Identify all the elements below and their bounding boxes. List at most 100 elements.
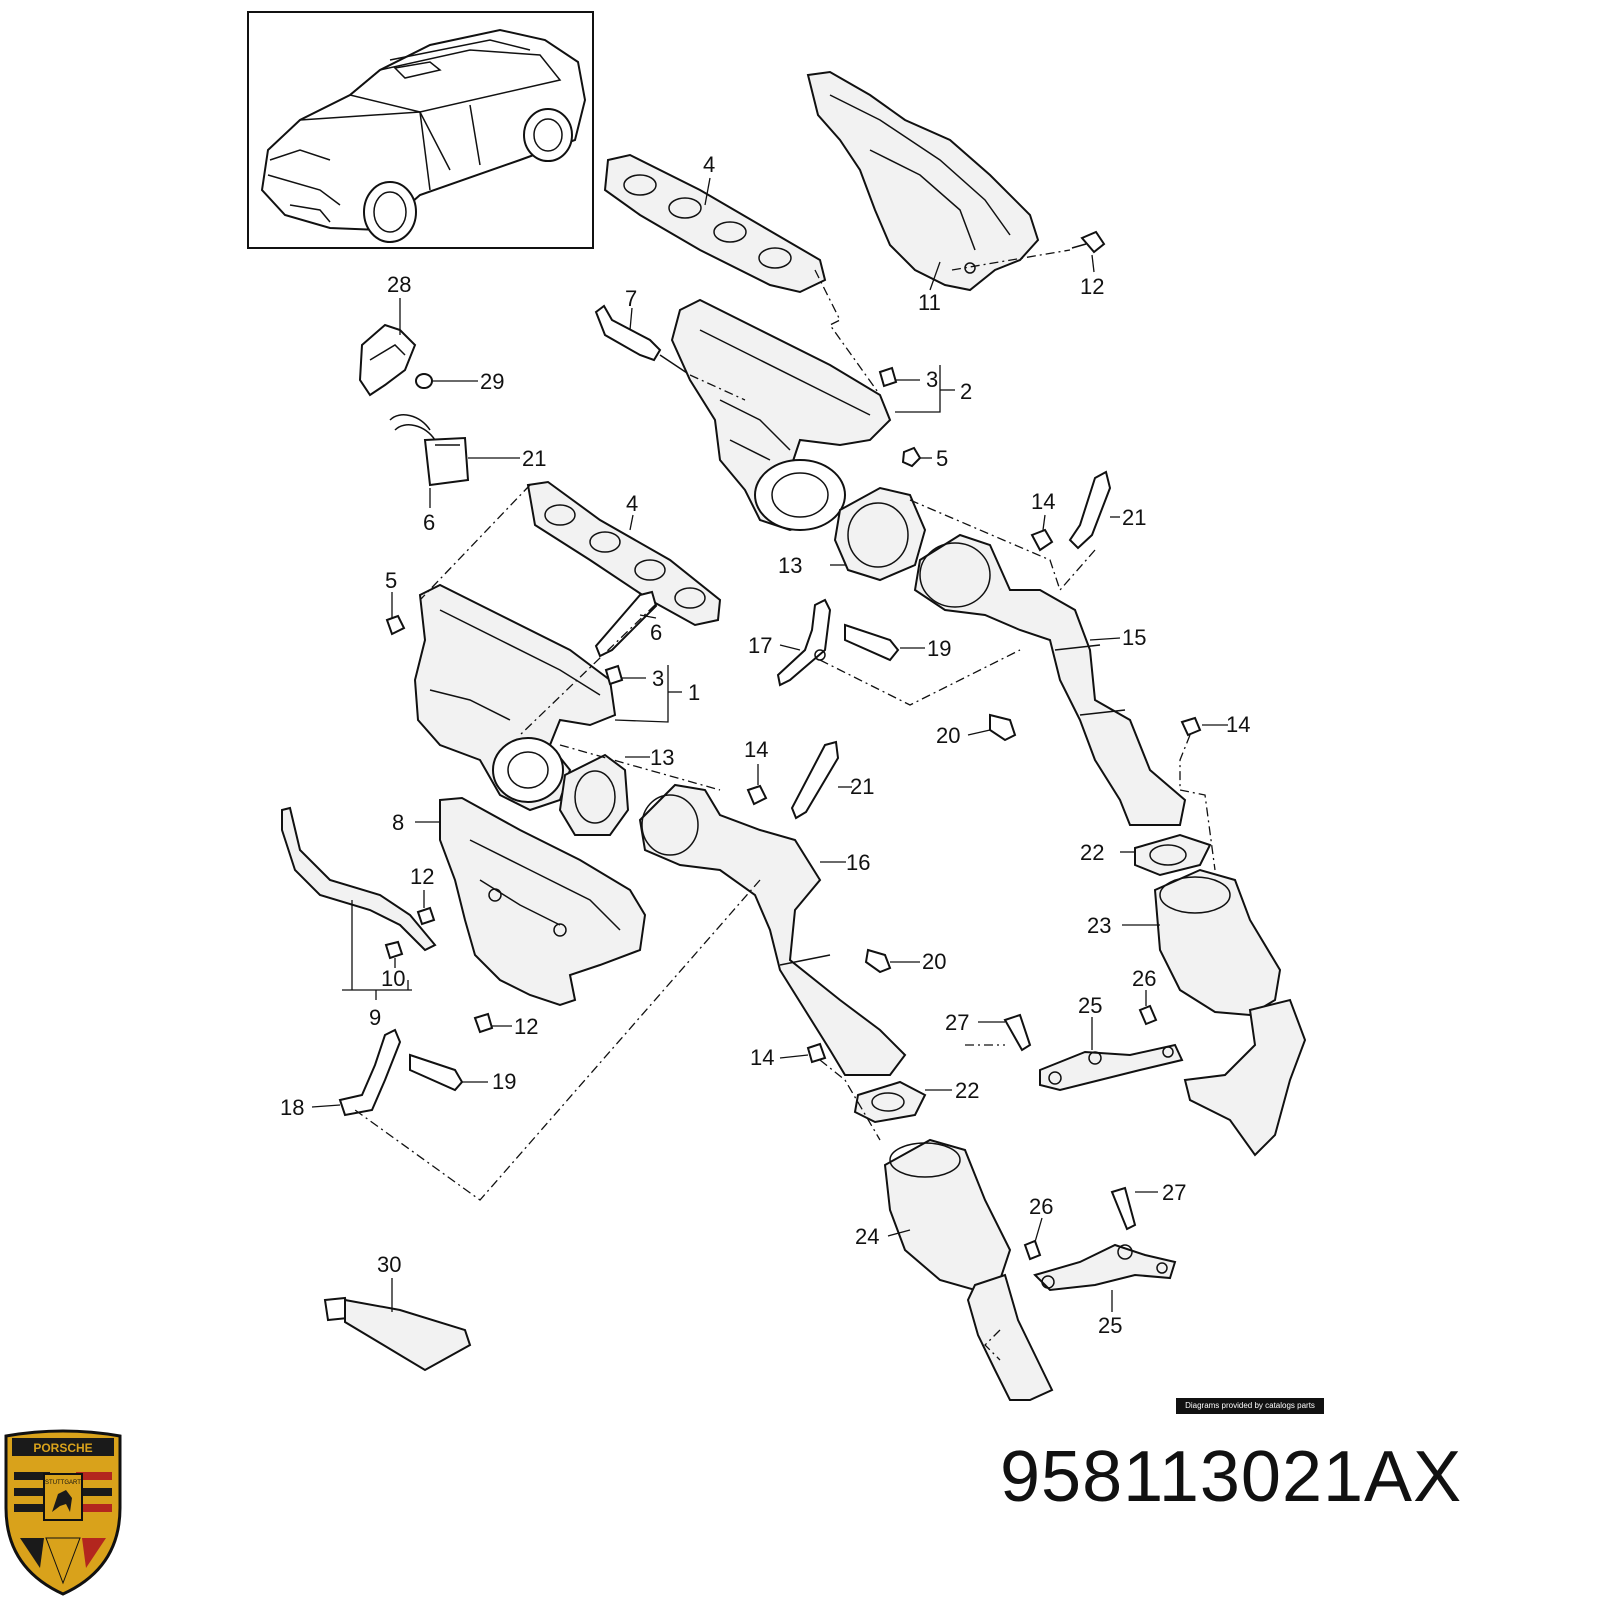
callout-19: 19 (927, 636, 951, 661)
callout-18: 18 (280, 1095, 304, 1120)
catalytic-converter-24 (883, 1138, 1054, 1401)
bracket-28 (358, 323, 417, 397)
part-number: 958113021AX (1000, 1437, 1463, 1517)
bolt-12-lower (473, 1012, 494, 1034)
bolt-12-strap (416, 906, 436, 926)
callout-22: 22 (955, 1078, 979, 1103)
callout-20: 20 (922, 949, 946, 974)
nut-26-b (1023, 1239, 1042, 1261)
vehicle-overview-inset (247, 11, 594, 249)
callout-19: 19 (492, 1069, 516, 1094)
diagram-credit: Diagrams provided by catalogs parts (1176, 1398, 1324, 1414)
gasket-13-upper (833, 486, 927, 582)
callout-3: 3 (652, 666, 664, 691)
svg-text:STUTTGART: STUTTGART (45, 1480, 81, 1486)
svg-text:PORSCHE: PORSCHE (33, 1441, 92, 1455)
callout-labels: 28 29 21 6 4 7 11 12 3 2 5 14 21 13 4 5 … (280, 152, 1250, 1338)
assembly-lines (354, 249, 1216, 1361)
oxygen-sensor-21-c (790, 740, 840, 820)
bolt-20-b (864, 948, 892, 974)
callout-28: 28 (387, 272, 411, 297)
callout-26: 26 (1132, 966, 1156, 991)
pipe-15 (913, 533, 1187, 826)
callout-26: 26 (1029, 1194, 1053, 1219)
bolt-27-a (1003, 1013, 1032, 1052)
callout-21: 21 (1122, 505, 1146, 530)
callout-14: 14 (1226, 712, 1250, 737)
heat-shield-upper (806, 70, 1040, 292)
gasket-22-a (1134, 833, 1212, 877)
shield-strap-9 (281, 806, 437, 952)
callout-15: 15 (1122, 625, 1146, 650)
gasket-4-upper (603, 153, 827, 294)
oxygen-sensor-6-b (594, 590, 658, 658)
callout-21: 21 (522, 446, 546, 471)
bracket-25-a (1039, 1043, 1184, 1092)
nut-14-b (746, 784, 768, 806)
callout-17: 17 (748, 633, 772, 658)
nut-14-c (1180, 716, 1202, 737)
exhaust-manifold-2-upper (670, 298, 892, 532)
gasket-13-lower (558, 753, 630, 836)
callout-20: 20 (936, 723, 960, 748)
callout-10: 10 (381, 966, 405, 991)
callout-1: 1 (688, 680, 700, 705)
callout-14: 14 (744, 737, 768, 762)
bolt-27-b (1110, 1186, 1137, 1231)
callout-4: 4 (626, 491, 638, 516)
oxygen-sensor-7 (594, 304, 691, 376)
callout-23: 23 (1087, 913, 1111, 938)
callout-6: 6 (650, 620, 662, 645)
nut-5-lower (385, 614, 406, 636)
porsche-crest-logo: PORSCHE STUTTGART (4, 1429, 122, 1596)
bolt-19-b (409, 1053, 464, 1092)
callout-11: 11 (918, 290, 941, 315)
callout-13: 13 (650, 745, 674, 770)
callout-30: 30 (377, 1252, 401, 1277)
pipe-16 (638, 783, 907, 1076)
callout-13: 13 (778, 553, 802, 578)
bracket-25-b (1033, 1243, 1177, 1292)
nut-14-d (806, 1042, 827, 1064)
callout-12: 12 (514, 1014, 538, 1039)
callout-24: 24 (855, 1224, 879, 1249)
callout-16: 16 (846, 850, 870, 875)
oxygen-sensor-21-b (1068, 470, 1112, 550)
heat-shield-8 (439, 796, 647, 1007)
callout-22: 22 (1080, 840, 1104, 865)
clip-3-upper (878, 366, 898, 388)
nut-29 (415, 373, 433, 389)
callout-14: 14 (1031, 489, 1055, 514)
callout-27: 27 (1162, 1180, 1186, 1205)
callout-12: 12 (1080, 274, 1104, 299)
callout-27: 27 (945, 1010, 969, 1035)
callout-9: 9 (369, 1005, 381, 1030)
bolt-20-a (989, 713, 1017, 742)
bolt-19-a (844, 623, 900, 662)
callout-21: 21 (850, 774, 874, 799)
nut-5-upper (901, 446, 922, 468)
gasket-22-b (853, 1080, 927, 1124)
connector-21-6 (389, 414, 470, 487)
callout-7: 7 (625, 286, 637, 311)
nut-14-a (1030, 528, 1054, 552)
exhaust-manifold-1-lower (413, 583, 617, 812)
clip-10 (384, 940, 404, 960)
callout-29: 29 (480, 369, 504, 394)
callout-4: 4 (703, 152, 715, 177)
callout-6: 6 (423, 510, 435, 535)
gasket-4-lower (526, 480, 722, 627)
bracket-18 (338, 1028, 402, 1117)
callout-8: 8 (392, 810, 404, 835)
nut-26-a (1138, 1004, 1158, 1026)
sealant-tube-30 (323, 1296, 472, 1372)
callout-2: 2 (960, 379, 972, 404)
bracket-17 (776, 598, 832, 687)
callout-12: 12 (410, 864, 434, 889)
clip-3-lower (604, 664, 624, 686)
callout-5: 5 (385, 568, 397, 593)
leader-lines (311, 177, 1228, 1312)
callout-3: 3 (926, 367, 938, 392)
callout-25: 25 (1078, 993, 1102, 1018)
